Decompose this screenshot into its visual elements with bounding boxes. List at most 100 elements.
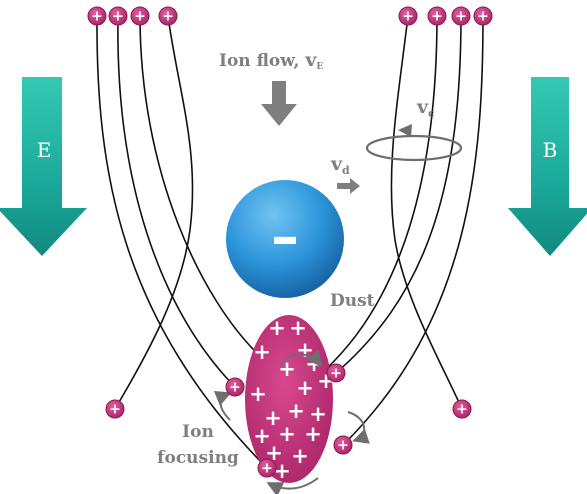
ion-plus-sign: + (261, 461, 273, 477)
ion-focusing-line1: Ion (182, 422, 214, 442)
vd-drift: vd (330, 153, 360, 194)
positive-ions: ++++++++++++++ (87, 6, 493, 478)
ion-plus-sign: + (455, 9, 467, 25)
field-line (342, 15, 484, 446)
vc-symbol: v (416, 96, 429, 118)
orbit-arrowhead (398, 124, 412, 137)
positive-ion: + (105, 399, 125, 419)
ion-circle (451, 6, 471, 26)
ion-circle (108, 6, 128, 26)
ion-plus-sign: + (91, 9, 103, 25)
ion-circle (326, 363, 346, 383)
dust-label: Dust (330, 291, 375, 311)
orbit-icon (365, 134, 463, 162)
ion-trajectory-arrows (213, 349, 370, 494)
ion-plus-sign: + (109, 402, 121, 418)
ion-flow-symbol: v (304, 49, 317, 71)
cloud-plus-sign: + (253, 424, 271, 448)
ion-circle (130, 6, 150, 26)
right-arrow-icon (337, 178, 360, 194)
ion-cloud: ++++++++++++++++++ (245, 315, 335, 483)
field-line (324, 15, 438, 371)
cloud-plus-sign: + (268, 316, 286, 340)
positive-ion: + (427, 6, 447, 26)
positive-ion: + (87, 6, 107, 26)
cloud-plus-sign: + (253, 340, 271, 364)
positive-ion: + (326, 363, 346, 383)
positive-ion: + (257, 458, 277, 478)
dust-sphere (226, 180, 344, 298)
positive-ion: + (398, 6, 418, 26)
ion-circle (158, 6, 178, 26)
positive-ion: + (130, 6, 150, 26)
ion-circle (427, 6, 447, 26)
b-field-label: B (543, 138, 558, 162)
dust-grain: – Dust (226, 180, 375, 311)
ion-circle (398, 6, 418, 26)
cloud-plus-sign: + (249, 382, 267, 406)
vd-sub: d (342, 164, 350, 177)
curved-arrow (213, 391, 232, 421)
ion-plus-sign: + (402, 9, 414, 25)
ion-plus-sign: + (431, 9, 443, 25)
positive-ion: + (451, 6, 471, 26)
vd-symbol: v (330, 153, 343, 175)
positive-ion: + (333, 435, 353, 455)
positive-ion: + (452, 399, 472, 419)
down-arrow-icon (0, 77, 87, 256)
ion-circle (87, 6, 107, 26)
ion-plus-sign: + (330, 366, 342, 382)
ion-plus-sign: + (229, 380, 241, 396)
cloud-plus-sign: + (278, 357, 296, 381)
ion-plus-sign: + (456, 402, 468, 418)
left-field-lines (96, 15, 268, 469)
ion-plus-sign: + (112, 9, 124, 25)
positive-ion: + (158, 6, 178, 26)
ion-plus-sign: + (477, 9, 489, 25)
right-field-lines (324, 15, 484, 446)
cloud-plus-sign: + (273, 459, 291, 483)
positive-ion: + (108, 6, 128, 26)
cloud-plus-sign: + (287, 399, 305, 423)
vc-sub: c (428, 107, 435, 120)
ion-circle (105, 399, 125, 419)
e-field-label: E (37, 138, 52, 162)
field-line (114, 15, 194, 410)
field-line (390, 15, 463, 410)
field-line (96, 15, 268, 469)
ion-circle (333, 435, 353, 455)
field-line (117, 15, 236, 388)
down-arrow-icon (508, 77, 587, 256)
ion-flow-sub: E (316, 62, 323, 72)
ion-plus-sign: + (162, 9, 174, 25)
cloud-plus-sign: + (278, 422, 296, 446)
field-line (139, 15, 263, 359)
positive-ion: + (225, 377, 245, 397)
ion-plus-sign: + (134, 9, 146, 25)
down-arrow-icon (261, 81, 297, 126)
ion-flow-text: Ion flow, (219, 51, 305, 71)
vc-label: vc (416, 96, 435, 120)
cloud-plus-sign: + (264, 406, 282, 430)
ion-circle (225, 377, 245, 397)
ion-circle (452, 399, 472, 419)
cloud-plus-sign: + (289, 316, 307, 340)
cloud-plus-sign: + (309, 402, 327, 426)
ion-focusing-line2: focusing (157, 448, 239, 468)
vc-orbit: vc (365, 96, 463, 162)
ion-focusing-label: Ion focusing (157, 422, 239, 468)
cloud-plus-sign: + (296, 376, 314, 400)
e-field-arrow: E (0, 77, 87, 256)
cloud-plus-sign: + (304, 422, 322, 446)
field-line (335, 15, 462, 374)
ion-circle (257, 458, 277, 478)
b-field-arrow: B (508, 77, 587, 256)
ion-plus-sign: + (337, 438, 349, 454)
ion-flow: Ion flow, vE (219, 49, 323, 126)
curved-arrow (279, 349, 323, 368)
ion-circle (473, 6, 493, 26)
curved-arrow (347, 411, 370, 444)
curved-arrow (266, 477, 319, 494)
positive-ion: + (473, 6, 493, 26)
